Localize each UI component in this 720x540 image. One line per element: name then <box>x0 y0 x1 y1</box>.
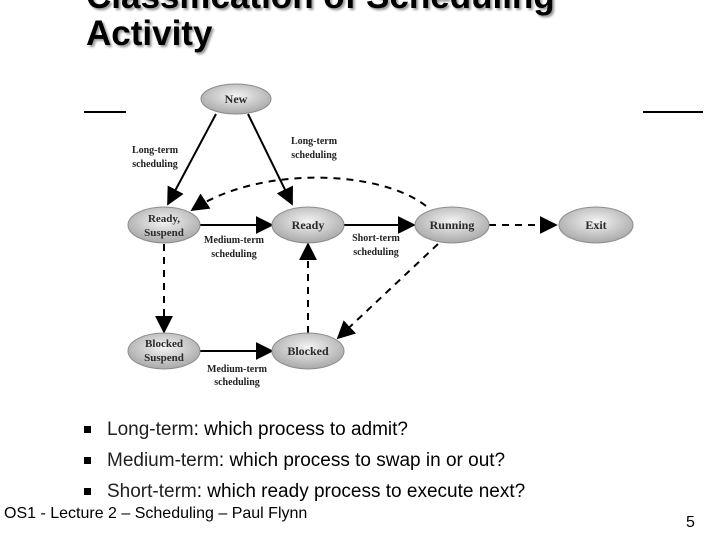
node-ready-suspend-label-1: Ready, <box>148 213 180 225</box>
node-ready: Ready <box>271 206 345 244</box>
label-long-term-left-2: scheduling <box>132 159 178 170</box>
bullet-text: : which process to admit? <box>193 419 408 440</box>
node-new: New <box>200 83 272 115</box>
node-ready-label: Ready <box>292 218 325 232</box>
bullet-text: : which ready process to execute next? <box>196 481 526 502</box>
label-medium-term-top-1: Medium-term <box>204 235 265 246</box>
node-new-label: New <box>225 92 248 106</box>
title-line-2: Activity <box>86 14 213 53</box>
title-line-1: Classification of Scheduling <box>86 0 555 16</box>
bullet-term: Short-term <box>107 481 197 502</box>
slide-footer: OS1 - Lecture 2 – Scheduling – Paul Flyn… <box>4 505 308 522</box>
bullet-item: Medium-term: which process to swap in or… <box>84 445 525 476</box>
bullet-term: Long-term <box>107 419 194 440</box>
edge-new-to-ready-suspend <box>167 113 217 206</box>
label-medium-term-bottom-1: Medium-term <box>207 364 268 375</box>
label-short-term-2: scheduling <box>353 247 399 258</box>
edge-running-to-ready-suspend <box>190 176 427 211</box>
node-blocked: Blocked <box>271 332 345 370</box>
bullet-square-icon <box>84 426 91 433</box>
node-ready-suspend-label-2: Suspend <box>144 227 184 239</box>
label-long-term-left-1: Long-term <box>132 145 179 156</box>
bullet-list: Long-term: which process to admit? Mediu… <box>84 414 525 507</box>
process-state-diagram: New Ready, Suspend Ready Running Exit Bl… <box>127 83 634 388</box>
slide-title: Classification of Scheduling Activity <box>86 0 555 52</box>
label-long-term-right-2: scheduling <box>291 150 337 161</box>
node-exit: Exit <box>558 206 634 244</box>
node-blocked-label: Blocked <box>287 344 329 358</box>
label-medium-term-bottom-2: scheduling <box>214 377 260 388</box>
title-rule-left <box>84 111 126 113</box>
bullet-item: Short-term: which ready process to execu… <box>84 476 525 507</box>
edge-running-to-blocked <box>336 243 439 340</box>
node-running-label: Running <box>430 218 475 232</box>
edge-new-to-ready <box>247 113 293 206</box>
label-short-term-1: Short-term <box>352 233 400 244</box>
node-blocked-suspend-label-2: Suspend <box>144 352 184 364</box>
bullet-text: : which process to swap in or out? <box>218 450 506 471</box>
bullet-item: Long-term: which process to admit? <box>84 414 525 445</box>
node-exit-label: Exit <box>585 218 606 232</box>
node-running: Running <box>414 206 490 244</box>
node-blocked-suspend: Blocked Suspend <box>127 332 201 370</box>
bullet-term: Medium-term <box>107 450 219 471</box>
bullet-square-icon <box>84 488 91 495</box>
title-rule-right <box>643 111 703 113</box>
bullet-square-icon <box>84 457 91 464</box>
node-blocked-suspend-label-1: Blocked <box>145 338 183 350</box>
label-long-term-right-1: Long-term <box>291 136 338 147</box>
page-number: 5 <box>686 514 695 531</box>
label-medium-term-top-2: scheduling <box>211 249 257 260</box>
node-ready-suspend: Ready, Suspend <box>127 206 201 244</box>
